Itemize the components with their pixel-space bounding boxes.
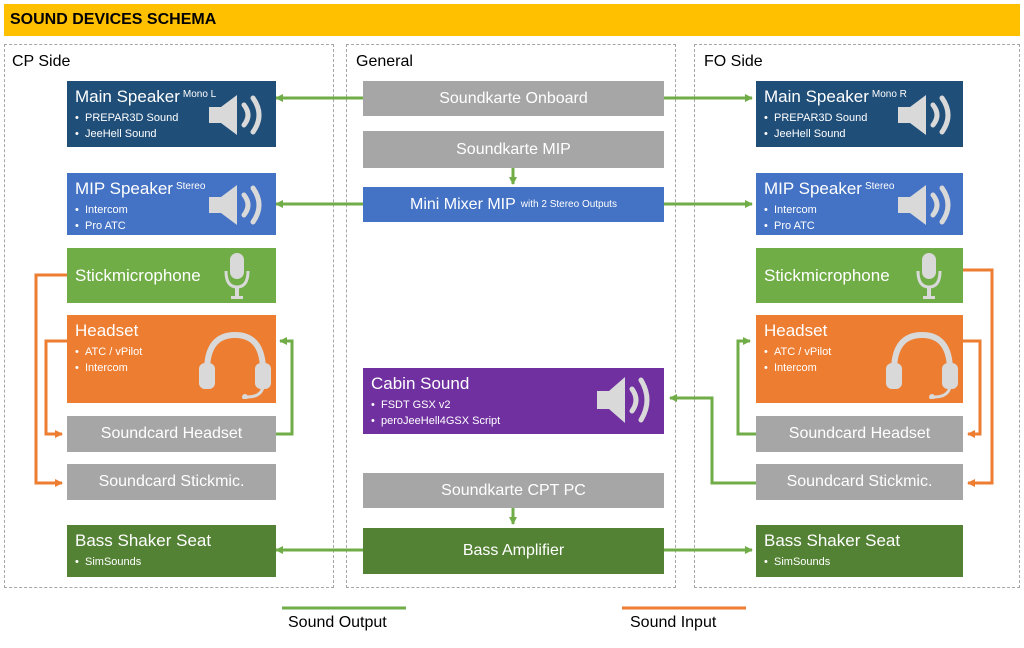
cp-soundcard-stickmic: Soundcard Stickmic. — [67, 464, 276, 500]
bass-amplifier: Bass Amplifier — [363, 528, 664, 574]
mini-mixer-title: Mini Mixer MIP — [410, 195, 516, 213]
fo-headset-item: Intercom — [764, 360, 955, 376]
arrow-fo-soundcard-to-headset — [736, 337, 756, 436]
arrow-cp-headset-input — [44, 339, 67, 438]
cabin-sound-box: Cabin Sound FSDT GSX v2 peroJeeHell4GSX … — [363, 368, 664, 434]
fo-bass-shaker-item: SimSounds — [764, 554, 955, 570]
fo-bass-shaker-box: Bass Shaker Seat SimSounds — [756, 525, 963, 577]
arrow-fo-headset-input — [963, 339, 982, 438]
fo-mip-speaker-mode: Stereo — [864, 181, 895, 192]
cp-mip-speaker-mode: Stereo — [175, 181, 206, 192]
cp-mip-speaker-title: MIP Speaker — [75, 179, 173, 198]
arrow-fo-stickmic-input — [963, 268, 994, 487]
fo-stickmic-box: Stickmicrophone — [756, 248, 963, 303]
cp-headset-item: ATC / vPilot — [75, 344, 268, 360]
mini-mixer-note: with 2 Stereo Outputs — [520, 199, 617, 210]
cp-bass-shaker-title: Bass Shaker Seat — [75, 531, 212, 550]
fo-headset-title: Headset — [764, 321, 828, 340]
legend-input-label: Sound Input — [630, 614, 717, 631]
cp-main-speaker-item: JeeHell Sound — [75, 126, 268, 142]
fo-stickmic-title: Stickmicrophone — [764, 265, 890, 285]
fo-main-speaker-item: PREPAR3D Sound — [764, 110, 955, 126]
fo-soundcard-stickmic: Soundcard Stickmic. — [756, 464, 963, 500]
speaker-icon — [898, 185, 951, 225]
speaker-icon — [898, 95, 951, 135]
fo-mip-speaker-item: Intercom — [764, 202, 955, 218]
soundkarte-cpt-pc: Soundkarte CPT PC — [363, 473, 664, 508]
microphone-icon — [224, 253, 250, 299]
speaker-icon — [209, 185, 262, 225]
general-column — [346, 44, 676, 588]
title-bar: SOUND DEVICES SCHEMA — [4, 4, 1020, 36]
fo-main-speaker-item: JeeHell Sound — [764, 126, 955, 142]
cp-mip-speaker-item: Pro ATC — [75, 218, 268, 234]
speaker-icon — [209, 95, 262, 135]
cp-headset-item: Intercom — [75, 360, 268, 376]
arrow-cp-stickmic-input — [34, 273, 67, 487]
fo-main-speaker-title: Main Speaker — [764, 87, 869, 106]
fo-headset-box: Headset ATC / vPilot Intercom — [756, 315, 963, 403]
cabin-sound-title: Cabin Sound — [371, 374, 470, 393]
cabin-sound-item: FSDT GSX v2 — [371, 397, 656, 413]
fo-soundcard-headset: Soundcard Headset — [756, 416, 963, 452]
page-title: SOUND DEVICES SCHEMA — [10, 11, 217, 28]
cp-bass-shaker-item: SimSounds — [75, 554, 268, 570]
microphone-icon — [916, 253, 942, 299]
speaker-icon — [597, 377, 650, 423]
cp-mip-speaker-item: Intercom — [75, 202, 268, 218]
headset-icon — [886, 331, 958, 399]
legend-output-label: Sound Output — [288, 614, 387, 631]
fo-side-column — [694, 44, 1020, 588]
cp-side-label: CP Side — [12, 53, 71, 70]
cp-headset-title: Headset — [75, 321, 139, 340]
arrow-cp-soundcard-to-headset — [276, 337, 294, 436]
fo-main-speaker-mode: Mono R — [871, 89, 907, 100]
cp-soundcard-headset: Soundcard Headset — [67, 416, 276, 452]
cabin-sound-item: peroJeeHell4GSX Script — [371, 413, 656, 429]
headset-icon — [199, 331, 271, 399]
cp-headset-box: Headset ATC / vPilot Intercom — [67, 315, 276, 403]
soundkarte-mip: Soundkarte MIP — [363, 131, 664, 168]
cp-main-speaker-title: Main Speaker — [75, 87, 180, 106]
fo-side-label: FO Side — [704, 53, 763, 70]
arrow-fo-stickmic-to-cabin — [669, 394, 756, 485]
cp-main-speaker-item: PREPAR3D Sound — [75, 110, 268, 126]
fo-mip-speaker-title: MIP Speaker — [764, 179, 862, 198]
mini-mixer-box: Mini Mixer MIP with 2 Stereo Outputs — [363, 187, 664, 222]
fo-bass-shaker-title: Bass Shaker Seat — [764, 531, 901, 550]
fo-mip-speaker-item: Pro ATC — [764, 218, 955, 234]
cp-side-column — [4, 44, 334, 588]
cp-stickmic-box: Stickmicrophone — [67, 248, 276, 303]
general-label: General — [356, 53, 413, 70]
soundkarte-onboard: Soundkarte Onboard — [363, 81, 664, 116]
cp-main-speaker-mode: Mono L — [182, 89, 217, 100]
fo-headset-item: ATC / vPilot — [764, 344, 955, 360]
cp-stickmic-title: Stickmicrophone — [75, 265, 201, 285]
cp-bass-shaker-box: Bass Shaker Seat SimSounds — [67, 525, 276, 577]
